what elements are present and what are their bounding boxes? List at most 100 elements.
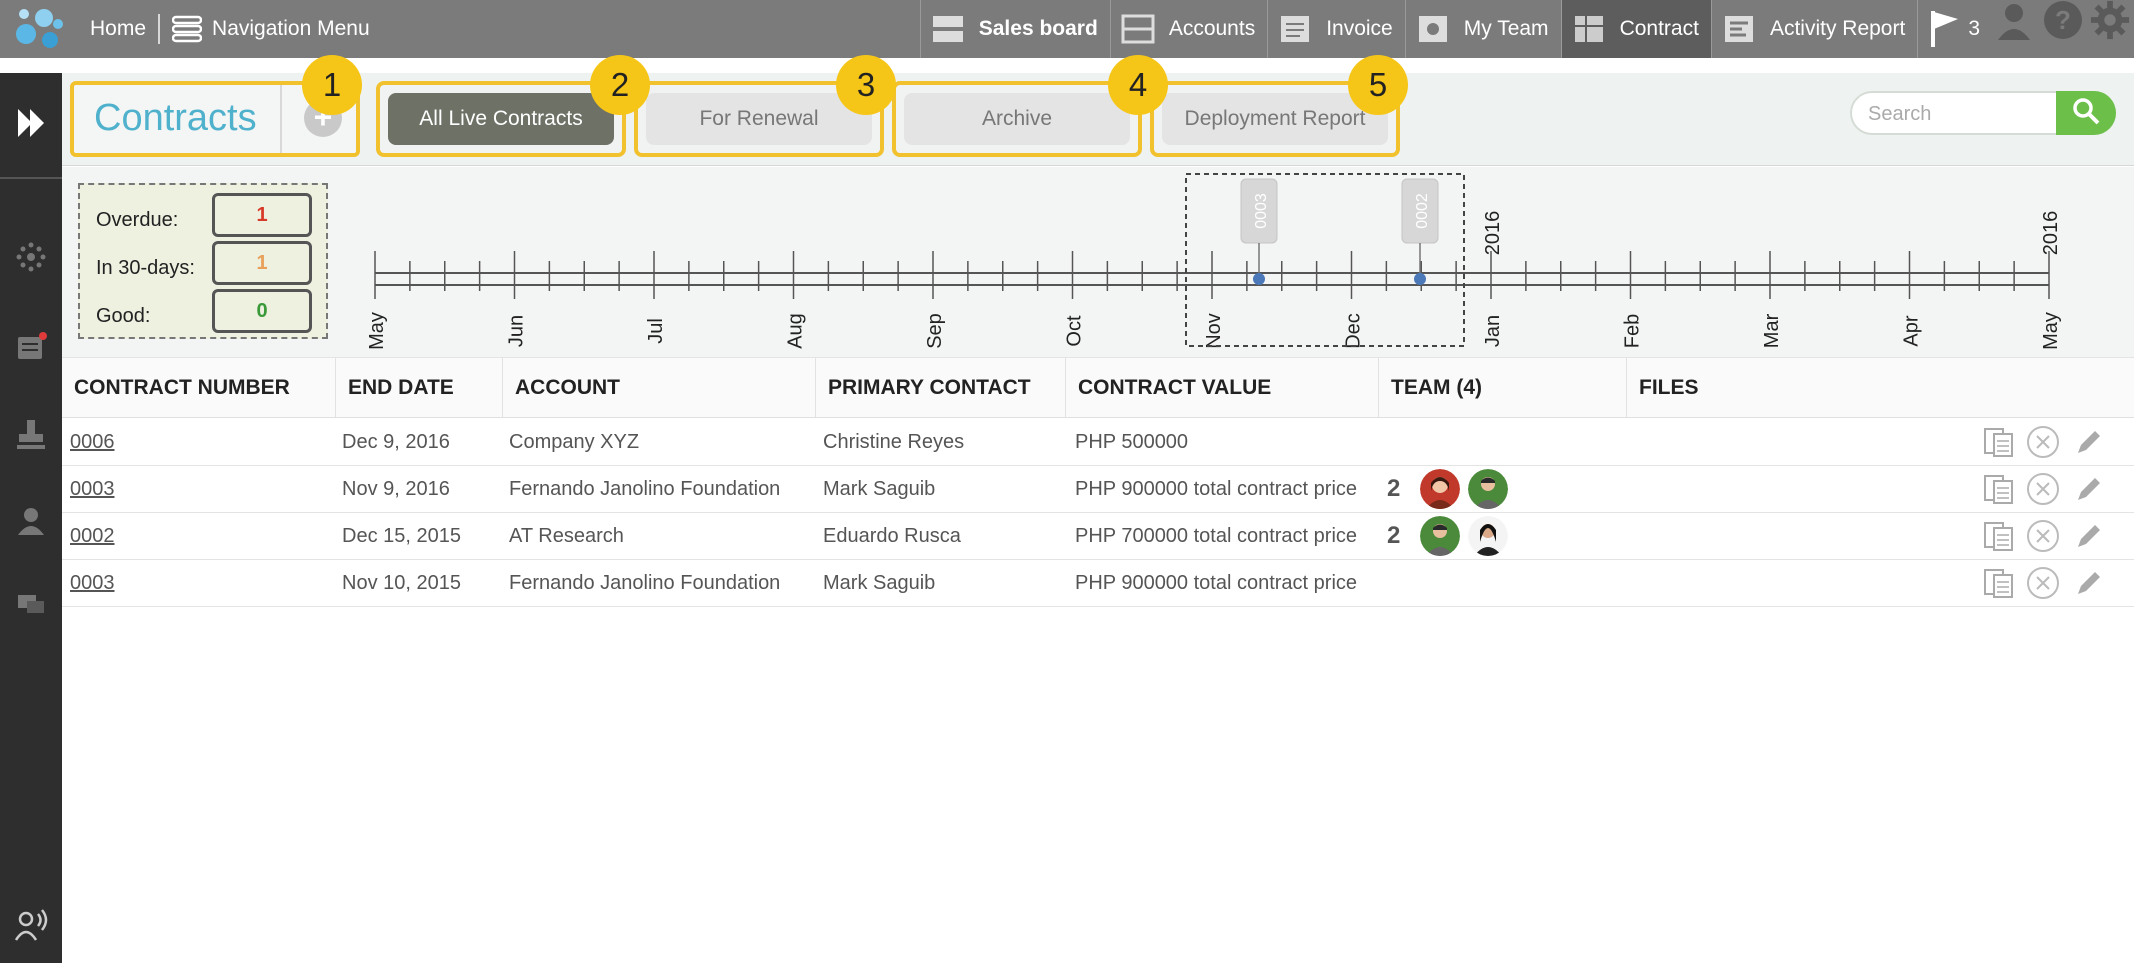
- sidebar-voice-user-icon[interactable]: [0, 903, 62, 947]
- navigation-menu-button[interactable]: Navigation Menu: [160, 0, 382, 58]
- spacer: [0, 58, 2134, 73]
- column-header-team[interactable]: TEAM (4): [1379, 358, 1627, 418]
- invoice-icon: [1278, 14, 1312, 44]
- delete-close-icon[interactable]: [2026, 472, 2060, 506]
- sidebar-notes-icon[interactable]: [0, 325, 62, 369]
- topnav-accounts[interactable]: Accounts: [1109, 0, 1267, 58]
- summary-value-overdue[interactable]: 1: [212, 193, 312, 237]
- topnav-label: Sales board: [978, 17, 1098, 40]
- table-row[interactable]: 0002 Dec 15, 2015 AT Research Eduardo Ru…: [62, 513, 2134, 560]
- sidebar-contacts-icon[interactable]: [0, 499, 62, 543]
- topnav-contract[interactable]: Contract: [1560, 0, 1711, 58]
- team-count: 2: [1387, 522, 1401, 549]
- team-member-avatar[interactable]: [1468, 469, 1508, 509]
- topnav-label: Invoice: [1326, 17, 1393, 40]
- table-row[interactable]: 0006 Dec 9, 2016 Company XYZ Christine R…: [62, 419, 2134, 466]
- column-header-primary-contact[interactable]: PRIMARY CONTACT: [816, 358, 1066, 418]
- sidebar-stamp-icon[interactable]: [0, 413, 62, 457]
- team-member-avatar[interactable]: [1468, 516, 1508, 556]
- accounts-icon: [1121, 14, 1155, 44]
- team-member-avatar[interactable]: [1420, 516, 1460, 556]
- edit-pencil-icon[interactable]: [2072, 425, 2106, 459]
- search-input[interactable]: [1866, 97, 2046, 131]
- tab-archive[interactable]: Archive: [904, 93, 1130, 145]
- files-copy-icon[interactable]: [1982, 425, 2016, 459]
- summary-value-good[interactable]: 0: [212, 289, 312, 333]
- timeline-month-label: Aug: [785, 313, 807, 349]
- primary-contact: Mark Saguib: [823, 571, 936, 594]
- sidebar-dashboard-icon[interactable]: [0, 235, 62, 279]
- column-header-account[interactable]: ACCOUNT: [503, 358, 816, 418]
- timeline-month-label: Dec: [1343, 313, 1365, 349]
- column-header-contract-number[interactable]: CONTRACT NUMBER: [62, 358, 336, 418]
- delete-close-icon[interactable]: [2026, 425, 2060, 459]
- column-header-files[interactable]: FILES: [1639, 376, 1699, 399]
- double-chevron-right-icon: [14, 107, 48, 144]
- files-copy-icon[interactable]: [1982, 566, 2016, 600]
- settings-gear-icon[interactable]: [2090, 0, 2130, 40]
- tab-deployment-report[interactable]: Deployment Report: [1162, 93, 1388, 145]
- delete-close-icon[interactable]: [2026, 566, 2060, 600]
- contract-value: PHP 900000 total contract price: [1075, 477, 1358, 500]
- search-icon: [2072, 97, 2100, 130]
- summary-label-overdue: Overdue:: [96, 209, 179, 231]
- topnav-sales-board[interactable]: Sales board: [919, 0, 1110, 58]
- column-header-contract-value[interactable]: CONTRACT VALUE: [1066, 358, 1379, 418]
- account-name: Fernando Janolino Foundation: [509, 571, 781, 594]
- timeline-marker-label: 0002: [1414, 193, 1431, 229]
- edit-pencil-icon[interactable]: [2072, 566, 2106, 600]
- timeline-year-label: 2016: [1482, 211, 1504, 256]
- edit-pencil-icon[interactable]: [2072, 472, 2106, 506]
- tab-all-live-contracts[interactable]: All Live Contracts: [388, 93, 614, 145]
- edit-pencil-icon[interactable]: [2072, 519, 2106, 553]
- account-name: Company XYZ: [509, 430, 640, 453]
- home-link[interactable]: Home: [90, 17, 147, 40]
- timeline-marker-dot[interactable]: [1253, 273, 1265, 285]
- divider: [158, 14, 161, 44]
- timeline-selection-range[interactable]: [1185, 173, 1465, 347]
- contract-number-link[interactable]: 0003: [70, 571, 115, 594]
- timeline-month-label: Feb: [1622, 314, 1644, 348]
- topnav-invoice[interactable]: Invoice: [1267, 0, 1405, 58]
- tab-for-renewal[interactable]: For Renewal: [646, 93, 872, 145]
- divider: [280, 85, 282, 153]
- report-icon: [1722, 14, 1756, 44]
- account-name: Fernando Janolino Foundation: [509, 477, 781, 500]
- end-date: Dec 9, 2016: [342, 430, 450, 453]
- status-summary-box: Overdue: 1 In 30-days: 1 Good: 0: [78, 183, 328, 339]
- navigation-menu-label: Navigation Menu: [212, 17, 370, 40]
- tab-frame-all-live: All Live Contracts: [376, 81, 626, 157]
- timeline-marker-dot[interactable]: [1414, 273, 1426, 285]
- contract-number-link[interactable]: 0003: [70, 477, 115, 500]
- team-count: 2: [1387, 475, 1401, 502]
- primary-contact: Mark Saguib: [823, 477, 936, 500]
- table-row[interactable]: 0003 Nov 10, 2015 Fernando Janolino Foun…: [62, 560, 2134, 607]
- timeline-month-label: Jul: [645, 318, 667, 344]
- column-header-end-date[interactable]: END DATE: [336, 358, 503, 418]
- app-logo-icon[interactable]: [0, 0, 78, 58]
- user-profile-icon[interactable]: [1994, 0, 2034, 40]
- summary-value-30-days[interactable]: 1: [212, 241, 312, 285]
- callout-badge-5: 5: [1348, 55, 1408, 115]
- search-button[interactable]: [2056, 91, 2116, 135]
- flag-icon: [1928, 9, 1962, 49]
- end-date: Nov 9, 2016: [342, 477, 450, 500]
- table-row[interactable]: 0003 Nov 9, 2016 Fernando Janolino Found…: [62, 466, 2134, 513]
- contract-number-link[interactable]: 0002: [70, 524, 115, 547]
- topnav-label: Accounts: [1168, 17, 1256, 40]
- board-icon: [931, 14, 965, 44]
- contract-number-link[interactable]: 0006: [70, 430, 115, 453]
- sidebar-expand-button[interactable]: [0, 73, 62, 179]
- notifications-flag-button[interactable]: 3: [1917, 0, 1990, 58]
- delete-close-icon[interactable]: [2026, 519, 2060, 553]
- topnav-my-team[interactable]: My Team: [1404, 0, 1561, 58]
- help-icon[interactable]: ?: [2042, 0, 2082, 40]
- files-copy-icon[interactable]: [1982, 519, 2016, 553]
- team-member-avatar[interactable]: [1420, 469, 1460, 509]
- sidebar-chat-icon[interactable]: [0, 583, 62, 627]
- topnav-activity-report[interactable]: Activity Report: [1710, 0, 1917, 58]
- left-sidebar: [0, 73, 62, 963]
- files-copy-icon[interactable]: [1982, 472, 2016, 506]
